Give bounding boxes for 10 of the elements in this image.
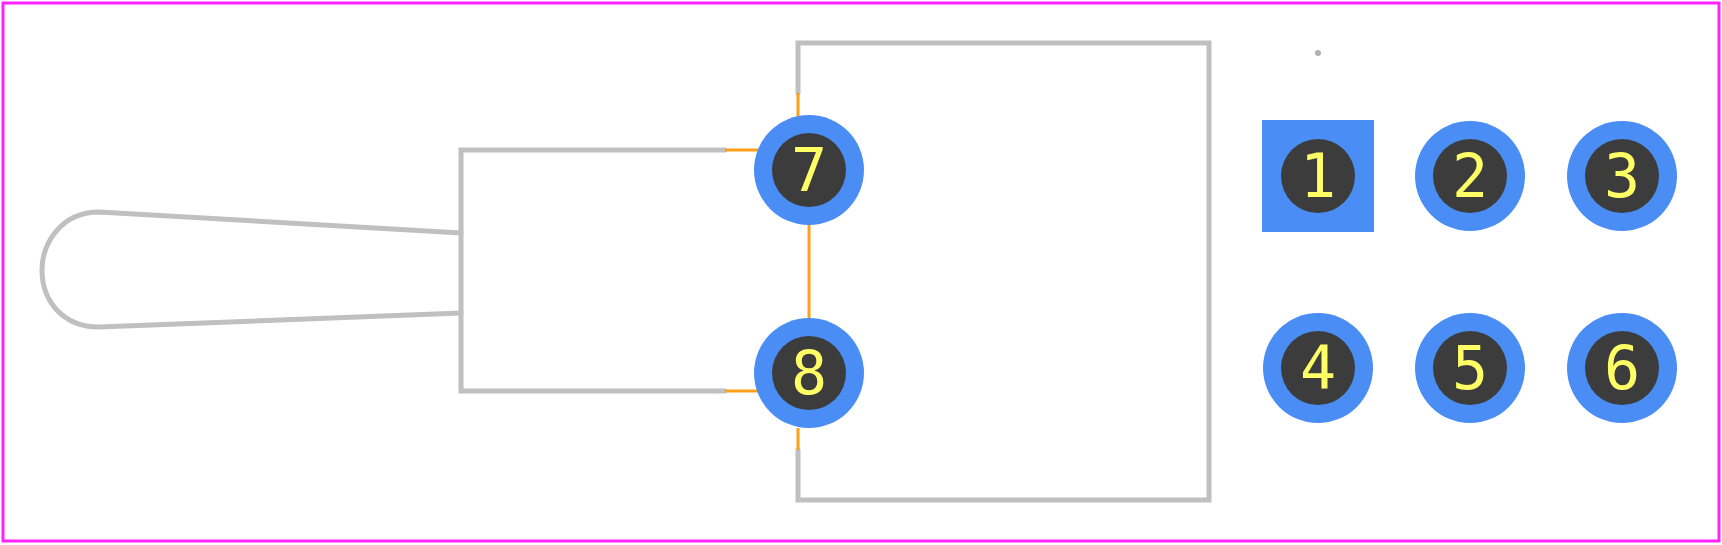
copper-trace (807, 225, 811, 318)
pin-number: 2 (1451, 146, 1489, 206)
pin-number: 1 (1299, 146, 1337, 206)
pin-number: 7 (790, 140, 828, 200)
pin-number: 6 (1603, 338, 1641, 398)
pin-number: 5 (1451, 338, 1489, 398)
pin-number: 8 (790, 343, 828, 403)
square-pad (1262, 120, 1374, 232)
pin-number: 4 (1299, 338, 1337, 398)
pin-number: 3 (1603, 146, 1641, 206)
